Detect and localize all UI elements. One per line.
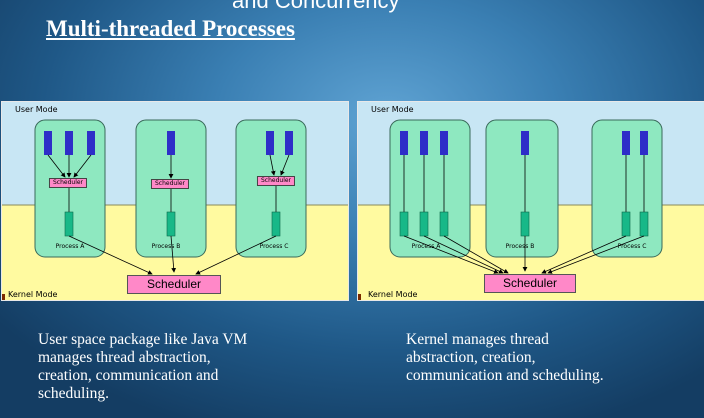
kernel-thread (639, 211, 649, 237)
process-b-label: Process B (505, 243, 535, 250)
kernel-thread (439, 211, 449, 237)
user-scheduler-c: Scheduler (256, 176, 296, 186)
process-a-box (389, 119, 471, 258)
user-thread (400, 131, 408, 155)
user-thread (87, 131, 95, 155)
user-scheduler-a: Scheduler (48, 178, 88, 188)
user-thread (167, 131, 175, 155)
kernel-level-threads-diagram: User Mode Kernel Mode Process A Process … (357, 101, 704, 301)
process-b-box (485, 119, 559, 258)
user-mode-label: User Mode (15, 105, 58, 114)
process-c-label: Process C (617, 243, 647, 250)
left-caption-line: User space package like Java VM (38, 331, 248, 348)
user-thread (640, 131, 648, 155)
slide-top-text: and Concurrency (232, 0, 400, 13)
right-caption-line: abstraction, creation, (406, 349, 536, 366)
kernel-thread (419, 211, 429, 237)
kernel-level-threads-figure (358, 102, 704, 300)
left-caption-line: manages thread abstraction, (38, 349, 211, 366)
user-thread (266, 131, 274, 155)
user-thread (622, 131, 630, 155)
corner-marker (358, 294, 361, 300)
kernel-thread (520, 211, 530, 237)
user-thread (420, 131, 428, 155)
slide-title: Multi-threaded Processes (46, 16, 295, 41)
user-mode-label: User Mode (371, 105, 414, 114)
user-thread (44, 131, 52, 155)
right-caption-line: communication and scheduling. (406, 367, 604, 384)
kernel-mode-label: Kernel Mode (8, 290, 58, 299)
kernel-thread (399, 211, 409, 237)
user-level-threads-diagram: User Mode Kernel Mode Scheduler Schedule… (1, 101, 349, 301)
corner-marker (2, 294, 5, 300)
kernel-thread (64, 211, 74, 237)
user-thread (521, 131, 529, 155)
user-thread (285, 131, 293, 155)
user-scheduler-b: Scheduler (150, 179, 190, 189)
process-a-label: Process A (55, 243, 85, 250)
kernel-thread (166, 211, 176, 237)
user-thread (440, 131, 448, 155)
process-a-label: Process A (411, 243, 441, 250)
kernel-scheduler: Scheduler (127, 275, 221, 294)
kernel-thread (271, 211, 281, 237)
user-level-threads-figure (2, 102, 348, 300)
right-caption: Kernel manages thread abstraction, creat… (406, 331, 604, 385)
left-caption-line: scheduling. (38, 385, 110, 402)
right-caption-line: Kernel manages thread (406, 331, 549, 348)
process-c-label: Process C (259, 243, 289, 250)
process-b-label: Process B (151, 243, 181, 250)
kernel-mode-label: Kernel Mode (368, 290, 418, 299)
kernel-thread (621, 211, 631, 237)
user-thread (65, 131, 73, 155)
kernel-scheduler: Scheduler (484, 274, 576, 293)
left-caption: User space package like Java VM manages … (38, 331, 247, 403)
left-caption-line: creation, communication and (38, 367, 219, 384)
